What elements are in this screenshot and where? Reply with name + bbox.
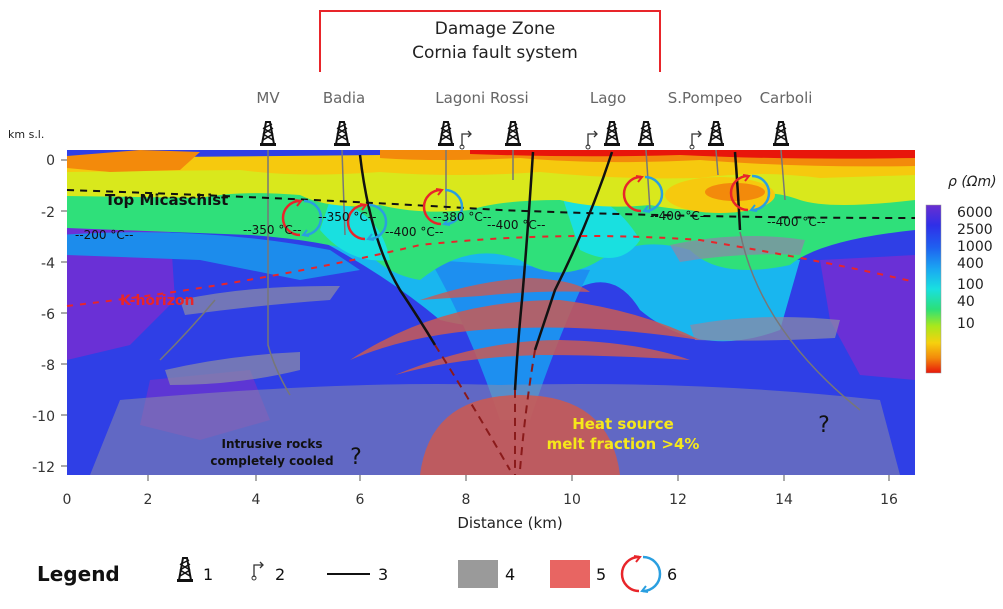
k-horizon-line xyxy=(66,235,916,307)
damage-zone-bracket xyxy=(319,10,661,72)
x-tick-label: 14 xyxy=(775,492,793,508)
temperature-label: --350 °C-- xyxy=(318,210,376,224)
colorbar-tick-label: 10 xyxy=(957,316,975,332)
x-axis-ticks xyxy=(147,475,890,481)
top-micaschist-horizon xyxy=(66,189,916,219)
resistivity-model xyxy=(67,150,915,475)
well-label-lago: Lago xyxy=(590,89,626,107)
colorbar-ticks: 6000 2500 1000 400 100 40 10 xyxy=(957,205,993,332)
colorbar-tick-label: 40 xyxy=(957,294,975,310)
heat-source-label: Heat source xyxy=(572,415,674,433)
well-label-carboli: Carboli xyxy=(760,89,813,107)
x-tick-label: 2 xyxy=(144,492,153,508)
x-tick-label: 4 xyxy=(252,492,261,508)
drilling-rig-icon xyxy=(772,121,790,147)
legend-rig-icon xyxy=(176,557,194,583)
temperature-label: --350 °C-- xyxy=(243,223,301,237)
x-tick-label: 16 xyxy=(880,492,898,508)
question-mark-right: ? xyxy=(818,413,830,438)
temperature-label: --380 °C-- xyxy=(433,210,491,224)
temperature-label: --400 °C-- xyxy=(767,215,825,229)
colorbar-tick-label: 100 xyxy=(957,277,984,293)
x-axis: 0 2 4 6 8 10 12 14 16 xyxy=(63,492,898,508)
y-tick-label: -8 xyxy=(41,358,55,374)
legend-item-6: 6 xyxy=(667,565,677,584)
y-tick-label: -6 xyxy=(41,307,55,323)
x-tick-label: 8 xyxy=(462,492,471,508)
drilling-rig-icon xyxy=(333,121,351,147)
flowing-well-icon xyxy=(689,130,702,150)
x-tick-label: 12 xyxy=(669,492,687,508)
legend-item-3: 3 xyxy=(378,565,388,584)
y-axis-ticks xyxy=(61,159,67,467)
y-tick-label: -4 xyxy=(41,256,55,272)
legend-item-2: 2 xyxy=(275,565,285,584)
drilling-rig-icon xyxy=(504,121,522,147)
legend-item-5: 5 xyxy=(596,565,606,584)
rig-icons xyxy=(259,121,790,150)
colorbar-title: ρ (Ωm) xyxy=(948,174,997,190)
drilling-rig-icon xyxy=(259,121,277,147)
top-micaschist-label: Top Micaschist xyxy=(105,191,228,209)
flowing-well-icon xyxy=(459,130,472,150)
y-tick-label: -2 xyxy=(41,205,55,221)
colorbar-tick-label: 400 xyxy=(957,256,984,272)
legend-title: Legend xyxy=(37,562,120,586)
question-mark-left: ? xyxy=(350,445,362,470)
intrusive-rocks-label: Intrusive rocks xyxy=(222,437,323,451)
legend-item-4: 4 xyxy=(505,565,515,584)
well-label-badia: Badia xyxy=(323,89,365,107)
k-horizon-label: K-horizon xyxy=(120,293,194,309)
colorbar-scale xyxy=(925,204,942,374)
x-tick-label: 0 xyxy=(63,492,72,508)
colorbar-tick-label: 6000 xyxy=(957,205,993,221)
legend-convection-icon xyxy=(620,554,662,594)
temperature-label: --400 °C-- xyxy=(650,209,708,223)
temperature-label: --400 °C-- xyxy=(487,218,545,232)
melt-fraction-label: melt fraction >4% xyxy=(547,435,700,453)
fault-lines xyxy=(358,151,742,391)
well-label-mv: MV xyxy=(256,89,280,107)
temperature-label: --200 °C-- xyxy=(75,228,133,242)
well-label-lagoni-rossi: Lagoni Rossi xyxy=(435,89,528,107)
fault-extensions xyxy=(434,344,536,475)
well-label-s-pompeo: S.Pompeo xyxy=(668,89,743,107)
x-tick-label: 10 xyxy=(563,492,581,508)
y-axis-unit: km s.l. xyxy=(8,128,44,141)
colorbar-tick-label: 1000 xyxy=(957,239,993,255)
drilling-rig-icon xyxy=(603,121,621,147)
legend-flowing-well-icon xyxy=(251,561,264,581)
drilling-rig-icon xyxy=(437,121,455,147)
cornia-fault-title: Cornia fault system xyxy=(412,43,578,63)
legend-intrusive-swatch xyxy=(458,560,498,588)
drilling-rig-icon xyxy=(637,121,655,147)
colorbar-tick-label: 2500 xyxy=(957,222,993,238)
drilling-rig-icon xyxy=(707,121,725,147)
well-traces xyxy=(159,149,861,411)
y-tick-label: -12 xyxy=(32,460,55,476)
y-axis: 0 -2 -4 -6 -8 -10 -12 xyxy=(32,153,55,476)
legend-heat-source-swatch xyxy=(550,560,590,588)
completely-cooled-label: completely cooled xyxy=(210,454,333,468)
flowing-well-icon xyxy=(585,130,598,150)
legend-item-1: 1 xyxy=(203,565,213,584)
y-tick-label: -10 xyxy=(32,409,55,425)
y-tick-label: 0 xyxy=(46,153,55,169)
x-tick-label: 6 xyxy=(356,492,365,508)
damage-zone-title: Damage Zone xyxy=(435,19,555,39)
x-axis-title: Distance (km) xyxy=(457,514,562,532)
temperature-label: --400 °C-- xyxy=(385,225,443,239)
